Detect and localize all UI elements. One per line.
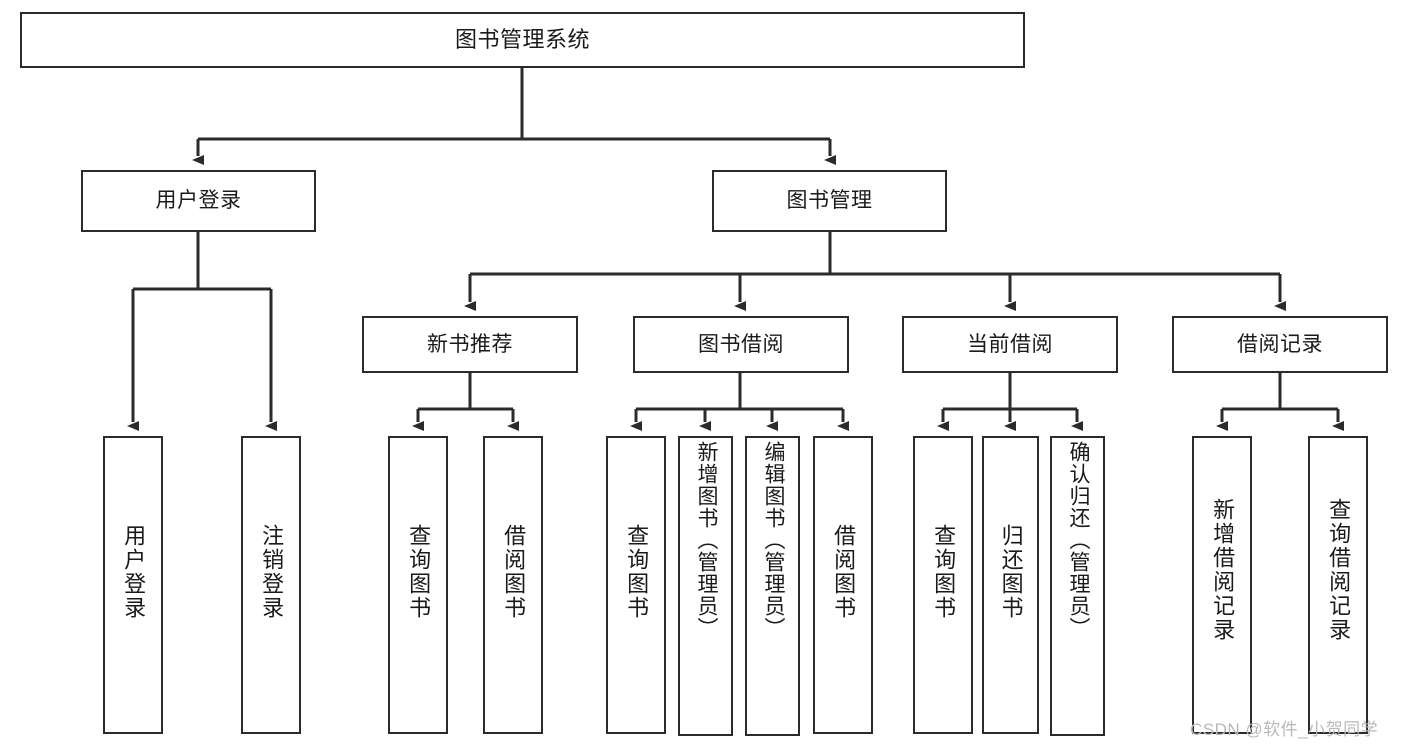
leaf-user-login[interactable]: 用户登录 <box>103 436 163 734</box>
node-book-manage[interactable]: 图书管理 <box>712 170 947 232</box>
leaf-query-book-3[interactable]: 查询图书 <box>913 436 973 734</box>
node-borrow-record[interactable]: 借阅记录 <box>1172 316 1388 373</box>
leaf-query-book-1[interactable]: 查询图书 <box>388 436 448 734</box>
leaf-query-book-1-label: 查询图书 <box>406 524 432 620</box>
leaf-query-book-2[interactable]: 查询图书 <box>606 436 666 734</box>
leaf-borrow-book-2-label: 借阅图书 <box>831 524 857 620</box>
leaf-edit-book[interactable]: 编辑图书（管理员） <box>745 436 800 736</box>
leaf-borrow-book-1[interactable]: 借阅图书 <box>483 436 543 734</box>
node-root-label: 图书管理系统 <box>454 26 590 52</box>
node-user-login-label: 用户登录 <box>155 189 242 213</box>
node-current-borrow[interactable]: 当前借阅 <box>902 316 1118 373</box>
leaf-add-book-label: 新增图书（管理员） <box>694 441 718 639</box>
node-book-manage-label: 图书管理 <box>786 189 873 213</box>
node-root[interactable]: 图书管理系统 <box>20 12 1025 68</box>
leaf-query-book-2-label: 查询图书 <box>624 524 650 620</box>
node-current-borrow-label: 当前借阅 <box>967 332 1053 356</box>
leaf-return-book[interactable]: 归还图书 <box>982 436 1039 734</box>
leaf-borrow-book-1-label: 借阅图书 <box>501 524 527 620</box>
node-book-borrow[interactable]: 图书借阅 <box>633 316 849 373</box>
leaf-query-record-label: 查询借阅记录 <box>1326 498 1352 642</box>
leaf-edit-book-label: 编辑图书（管理员） <box>761 441 785 639</box>
leaf-user-logout[interactable]: 注销登录 <box>241 436 301 734</box>
leaf-add-record-label: 新增借阅记录 <box>1210 498 1236 642</box>
leaf-query-book-3-label: 查询图书 <box>931 524 957 620</box>
leaf-query-record[interactable]: 查询借阅记录 <box>1308 436 1368 734</box>
leaf-user-logout-label: 注销登录 <box>259 524 285 620</box>
leaf-add-book[interactable]: 新增图书（管理员） <box>678 436 733 736</box>
leaf-return-book-label: 归还图书 <box>998 524 1024 620</box>
node-user-login[interactable]: 用户登录 <box>81 170 316 232</box>
node-new-book-rec-label: 新书推荐 <box>427 332 513 356</box>
leaf-confirm-return-label: 确认归还（管理员） <box>1066 441 1090 639</box>
leaf-add-record[interactable]: 新增借阅记录 <box>1192 436 1252 734</box>
node-book-borrow-label: 图书借阅 <box>698 332 784 356</box>
leaf-user-login-label: 用户登录 <box>121 524 147 620</box>
node-new-book-rec[interactable]: 新书推荐 <box>362 316 578 373</box>
node-borrow-record-label: 借阅记录 <box>1237 332 1323 356</box>
leaf-confirm-return[interactable]: 确认归还（管理员） <box>1050 436 1105 736</box>
csdn-watermark: CSDN @软件_小贺同学 <box>1190 720 1379 739</box>
leaf-borrow-book-2[interactable]: 借阅图书 <box>813 436 873 734</box>
